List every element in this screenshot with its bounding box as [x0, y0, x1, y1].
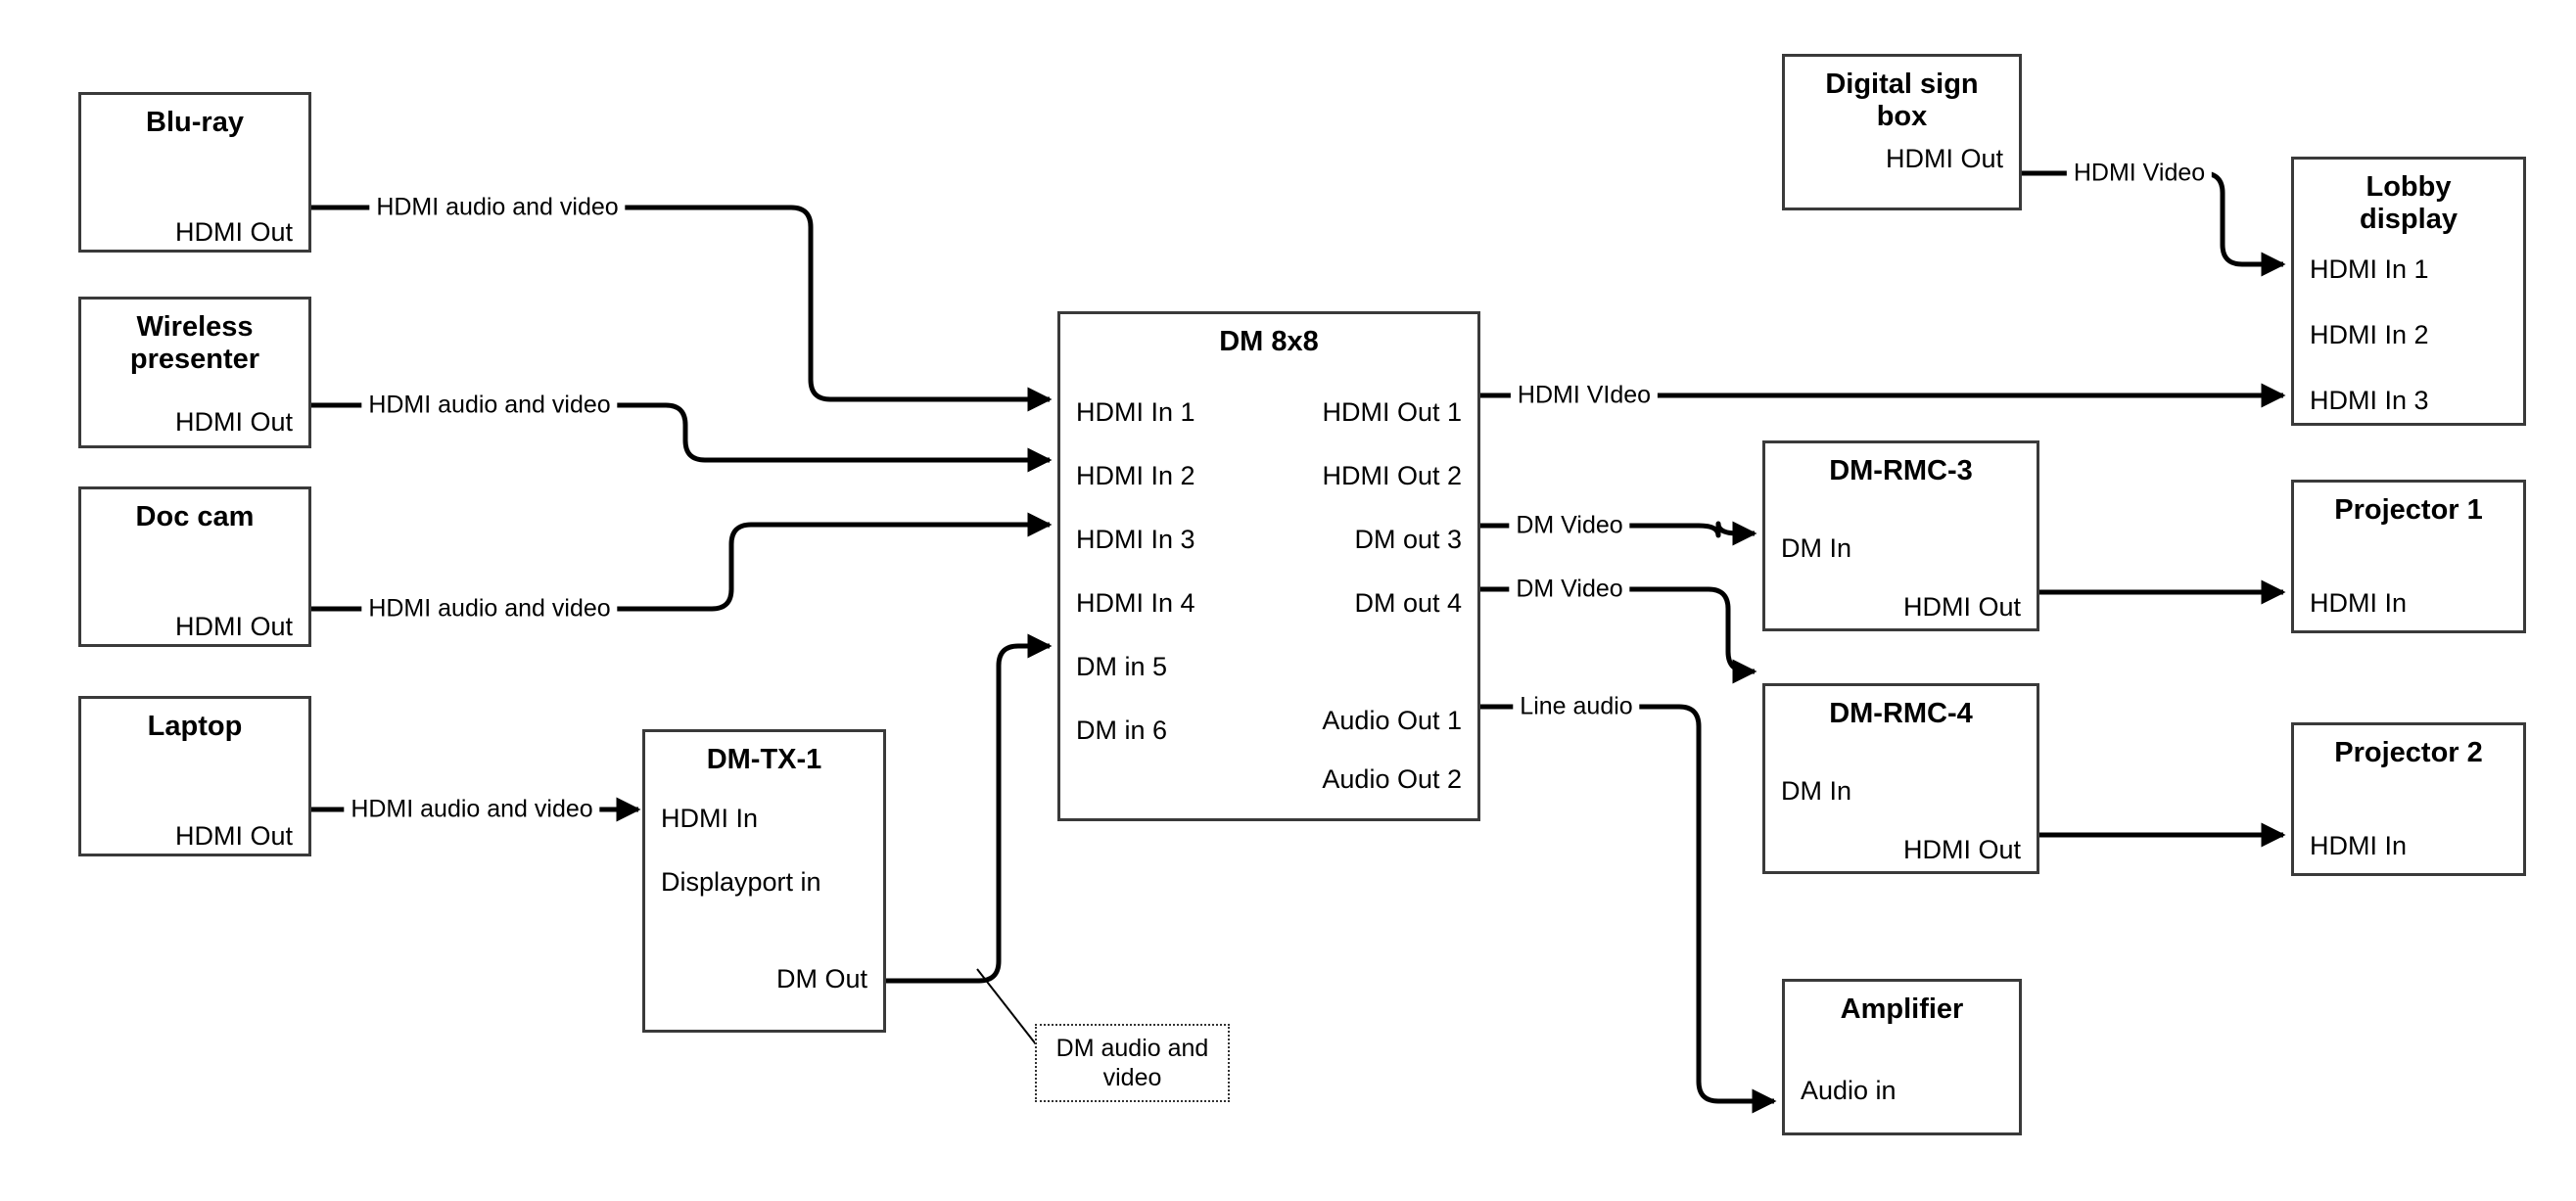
- dm-8x8-input-hdmi-in-1[interactable]: HDMI In 1: [1076, 396, 1195, 427]
- dm-8x8-output-hdmi-out-1[interactable]: HDMI Out 1: [1322, 396, 1462, 427]
- wire-doccam-to-dm8x8: [311, 512, 1053, 612]
- node-lobby-display[interactable]: Lobby display HDMI In 1 HDMI In 2 HDMI I…: [2291, 157, 2526, 426]
- digital-sign-box-port-hdmi-out[interactable]: HDMI Out: [1885, 143, 2003, 173]
- wire-dmtx1-to-dm8x8: [886, 633, 1053, 984]
- projector-2-title: Projector 2: [2334, 737, 2483, 768]
- dm-tx-1-title: DM-TX-1: [706, 744, 822, 775]
- projector-1-port-hdmi-in[interactable]: HDMI In: [2310, 587, 2408, 618]
- dm-8x8-input-hdmi-in-4[interactable]: HDMI In 4: [1076, 587, 1195, 618]
- laptop-title: Laptop: [147, 711, 243, 742]
- dm-8x8-title: DM 8x8: [1219, 326, 1319, 357]
- dm-8x8-output-audio-out-2[interactable]: Audio Out 2: [1322, 763, 1462, 794]
- doc-cam-title: Doc cam: [135, 501, 255, 532]
- dm-8x8-output-audio-out-1[interactable]: Audio Out 1: [1322, 705, 1462, 735]
- dm-tx-1-ports: HDMI In Displayport in DM Out: [645, 776, 883, 1030]
- wire-bluray-to-dm8x8: [311, 205, 1053, 412]
- dm-rmc-4-port-hdmi-out[interactable]: HDMI Out: [1902, 834, 2021, 864]
- projector-2-ports: HDMI In: [2294, 769, 2523, 873]
- edge-label-laptop-to-dmtx1: HDMI audio and video: [344, 797, 600, 822]
- dm-8x8-ports: HDMI In 1 HDMI In 2 HDMI In 3 HDMI In 4 …: [1060, 358, 1477, 818]
- dm-rmc-3-title: DM-RMC-3: [1829, 455, 1973, 486]
- digital-sign-box-ports: HDMI Out: [1785, 133, 2019, 208]
- dm-8x8-input-hdmi-in-3[interactable]: HDMI In 3: [1076, 524, 1195, 554]
- dm-rmc-4-title: DM-RMC-4: [1829, 698, 1973, 729]
- leader-dm-audio-video-callout: [976, 968, 1041, 1050]
- dm-rmc-3-port-dm-in[interactable]: DM In: [1781, 532, 1852, 563]
- node-dm-8x8[interactable]: DM 8x8 HDMI In 1 HDMI In 2 HDMI In 3 HDM…: [1057, 311, 1480, 821]
- bluray-ports: HDMI Out: [81, 139, 308, 250]
- node-bluray[interactable]: Blu-ray HDMI Out: [78, 92, 311, 253]
- node-laptop[interactable]: Laptop HDMI Out: [78, 696, 311, 856]
- edge-label-signbox-to-lobby: HDMI Video: [2066, 161, 2213, 186]
- doc-cam-port-hdmi-out[interactable]: HDMI Out: [174, 611, 293, 641]
- dm-tx-1-port-dm-out[interactable]: DM Out: [775, 963, 867, 993]
- node-doc-cam[interactable]: Doc cam HDMI Out: [78, 486, 311, 647]
- edge-label-bluray-to-dm8x8: HDMI audio and video: [369, 195, 626, 220]
- amplifier-title: Amplifier: [1840, 993, 1964, 1025]
- edge-label-dm8x8-to-lobby: HDMI VIdeo: [1510, 383, 1659, 408]
- lobby-display-input-hdmi-in-3[interactable]: HDMI In 3: [2310, 385, 2429, 415]
- wire-signbox-to-lobby: [2022, 170, 2286, 277]
- dm-8x8-output-dm-out-3[interactable]: DM out 3: [1354, 524, 1462, 554]
- dm-tx-1-port-displayport-in[interactable]: Displayport in: [661, 866, 821, 897]
- wire-wireless-to-dm8x8: [311, 402, 1053, 473]
- dm-8x8-input-hdmi-in-2[interactable]: HDMI In 2: [1076, 460, 1195, 490]
- dm-rmc-4-ports: DM In HDMI Out: [1765, 730, 2037, 871]
- node-wireless-presenter[interactable]: Wireless presenter HDMI Out: [78, 297, 311, 448]
- dm-tx-1-port-hdmi-in[interactable]: HDMI In: [661, 803, 759, 833]
- digital-sign-box-title: Digital sign box: [1825, 69, 1979, 132]
- wire-dm8x8-to-amplifier: [1480, 704, 1777, 1114]
- laptop-port-hdmi-out[interactable]: HDMI Out: [174, 820, 293, 851]
- projector-1-title: Projector 1: [2334, 494, 2483, 526]
- dm-rmc-3-port-hdmi-out[interactable]: HDMI Out: [1902, 591, 2021, 622]
- node-digital-sign-box[interactable]: Digital sign box HDMI Out: [1782, 54, 2022, 210]
- node-projector-1[interactable]: Projector 1 HDMI In: [2291, 480, 2526, 633]
- wireless-presenter-ports: HDMI Out: [81, 376, 308, 445]
- wireless-presenter-title: Wireless presenter: [129, 311, 260, 375]
- node-projector-2[interactable]: Projector 2 HDMI In: [2291, 722, 2526, 876]
- node-dm-rmc-3[interactable]: DM-RMC-3 DM In HDMI Out: [1762, 440, 2039, 631]
- dm-8x8-output-hdmi-out-2[interactable]: HDMI Out 2: [1322, 460, 1462, 490]
- lobby-display-input-hdmi-in-1[interactable]: HDMI In 1: [2310, 254, 2429, 284]
- projector-2-port-hdmi-in[interactable]: HDMI In: [2310, 830, 2408, 860]
- edge-label-doccam-to-dm8x8: HDMI audio and video: [361, 596, 618, 622]
- lobby-display-input-hdmi-in-2[interactable]: HDMI In 2: [2310, 319, 2429, 349]
- dm-rmc-4-port-dm-in[interactable]: DM In: [1781, 775, 1852, 806]
- node-amplifier[interactable]: Amplifier Audio in: [1782, 979, 2022, 1135]
- laptop-ports: HDMI Out: [81, 743, 308, 854]
- lobby-display-ports: HDMI In 1 HDMI In 2 HDMI In 3: [2294, 236, 2523, 423]
- dm-8x8-output-dm-out-4[interactable]: DM out 4: [1354, 587, 1462, 618]
- dm-rmc-3-ports: DM In HDMI Out: [1765, 487, 2037, 628]
- amplifier-port-audio-in[interactable]: Audio in: [1801, 1075, 1897, 1105]
- wire-dm8x8-to-rmc4: [1480, 586, 1757, 684]
- doc-cam-ports: HDMI Out: [81, 533, 308, 644]
- edge-label-dm8x8-to-rmc4: DM Video: [1509, 577, 1630, 602]
- node-dm-rmc-4[interactable]: DM-RMC-4 DM In HDMI Out: [1762, 683, 2039, 874]
- wireless-presenter-port-hdmi-out[interactable]: HDMI Out: [174, 406, 293, 437]
- node-dm-tx-1[interactable]: DM-TX-1 HDMI In Displayport in DM Out: [642, 729, 886, 1033]
- wire-dm8x8-to-rmc3: [1480, 521, 1757, 546]
- bluray-port-hdmi-out[interactable]: HDMI Out: [174, 216, 293, 247]
- edge-label-wireless-to-dm8x8: HDMI audio and video: [361, 393, 618, 418]
- dm-8x8-input-dm-in-5[interactable]: DM in 5: [1076, 651, 1168, 681]
- edge-label-dm8x8-to-amplifier: Line audio: [1513, 694, 1640, 719]
- lobby-display-title: Lobby display: [2360, 171, 2458, 235]
- dm-8x8-input-dm-in-6[interactable]: DM in 6: [1076, 715, 1168, 745]
- edge-label-dm8x8-to-rmc3: DM Video: [1509, 513, 1630, 538]
- bluray-title: Blu-ray: [146, 107, 244, 138]
- projector-1-ports: HDMI In: [2294, 527, 2523, 630]
- amplifier-ports: Audio in: [1785, 1026, 2019, 1132]
- callout-dm-audio-and-video: DM audio and video: [1035, 1024, 1230, 1102]
